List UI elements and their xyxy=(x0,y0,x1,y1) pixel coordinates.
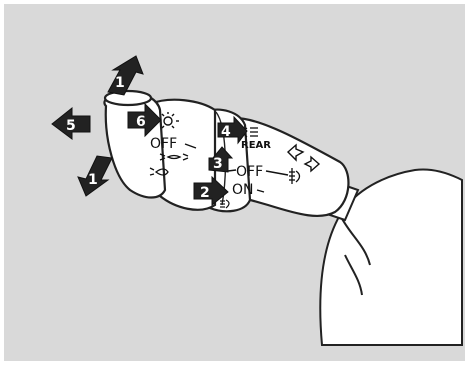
arrow-1-up: 1 xyxy=(108,56,143,95)
arrow-1-down-label: 1 xyxy=(88,172,98,188)
on-label: ON xyxy=(232,182,254,198)
rear-label: REAR xyxy=(241,140,271,151)
arrow-5-left: 5 xyxy=(52,108,90,139)
arrow-1-down: 1 xyxy=(78,156,112,196)
off-label-lower: OFF xyxy=(236,164,263,180)
arrow-4-label: 4 xyxy=(221,124,231,140)
arrow-5-label: 5 xyxy=(66,118,76,134)
off-label-upper: OFF xyxy=(150,136,177,152)
arrow-3-label: 3 xyxy=(213,156,223,172)
arrow-6-label: 6 xyxy=(136,114,146,130)
off-lower-tick-left xyxy=(228,170,236,171)
arrow-2-label: 2 xyxy=(200,185,210,201)
arrow-1-up-label: 1 xyxy=(115,75,125,91)
